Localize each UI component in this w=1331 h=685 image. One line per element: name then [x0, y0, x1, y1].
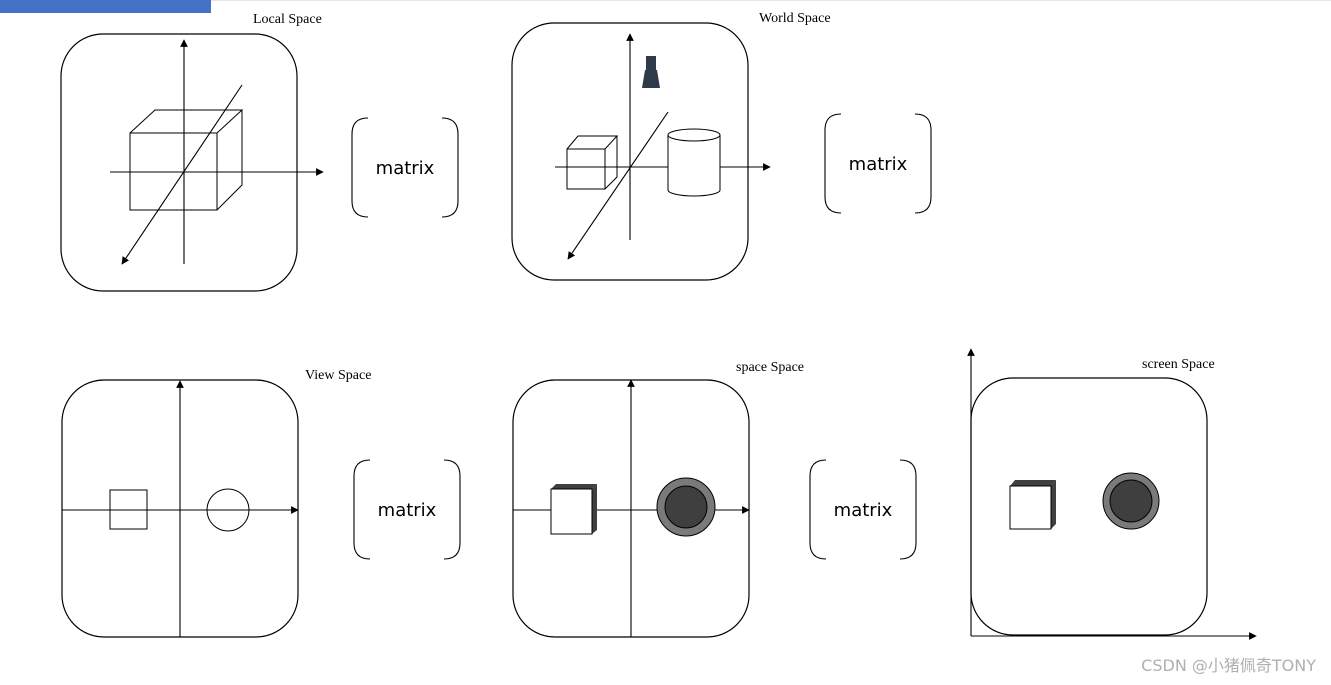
matrix-1: matrix	[351, 117, 459, 218]
view-space-title: View Space	[305, 368, 371, 383]
matrix-4: matrix	[809, 459, 917, 560]
view-space-panel: View Space	[61, 368, 371, 638]
local-space-panel: Local Space	[60, 12, 324, 292]
clip-sphere	[656, 477, 716, 537]
matrix-4-label: matrix	[834, 500, 893, 521]
world-space-panel: World Space	[511, 11, 831, 281]
view-square	[109, 489, 148, 530]
matrix-2: matrix	[824, 113, 932, 214]
camera-icon	[642, 56, 660, 88]
matrix-2-label: matrix	[849, 154, 908, 175]
matrix-3-label: matrix	[378, 500, 437, 521]
world-cylinder	[667, 128, 721, 197]
local-cube	[129, 109, 244, 211]
local-space-title: Local Space	[253, 12, 322, 27]
clip-space-title: space Space	[736, 360, 804, 375]
local-z-axis	[121, 84, 243, 265]
screen-space-panel: screen Space	[967, 348, 1257, 640]
world-cube	[566, 135, 619, 190]
view-circle	[206, 488, 250, 532]
matrix-3: matrix	[353, 459, 461, 560]
world-space-title: World Space	[759, 11, 831, 26]
clip-space-panel: space Space	[512, 360, 804, 638]
world-z-axis	[567, 111, 669, 260]
top-accent-bar	[0, 0, 211, 13]
screen-space-title: screen Space	[1142, 357, 1215, 372]
screen-sphere	[1102, 472, 1160, 530]
matrix-1-label: matrix	[376, 158, 435, 179]
watermark: CSDN @小猪佩奇TONY	[1141, 656, 1316, 675]
screen-cube	[1009, 480, 1056, 530]
clip-cube	[550, 484, 597, 535]
